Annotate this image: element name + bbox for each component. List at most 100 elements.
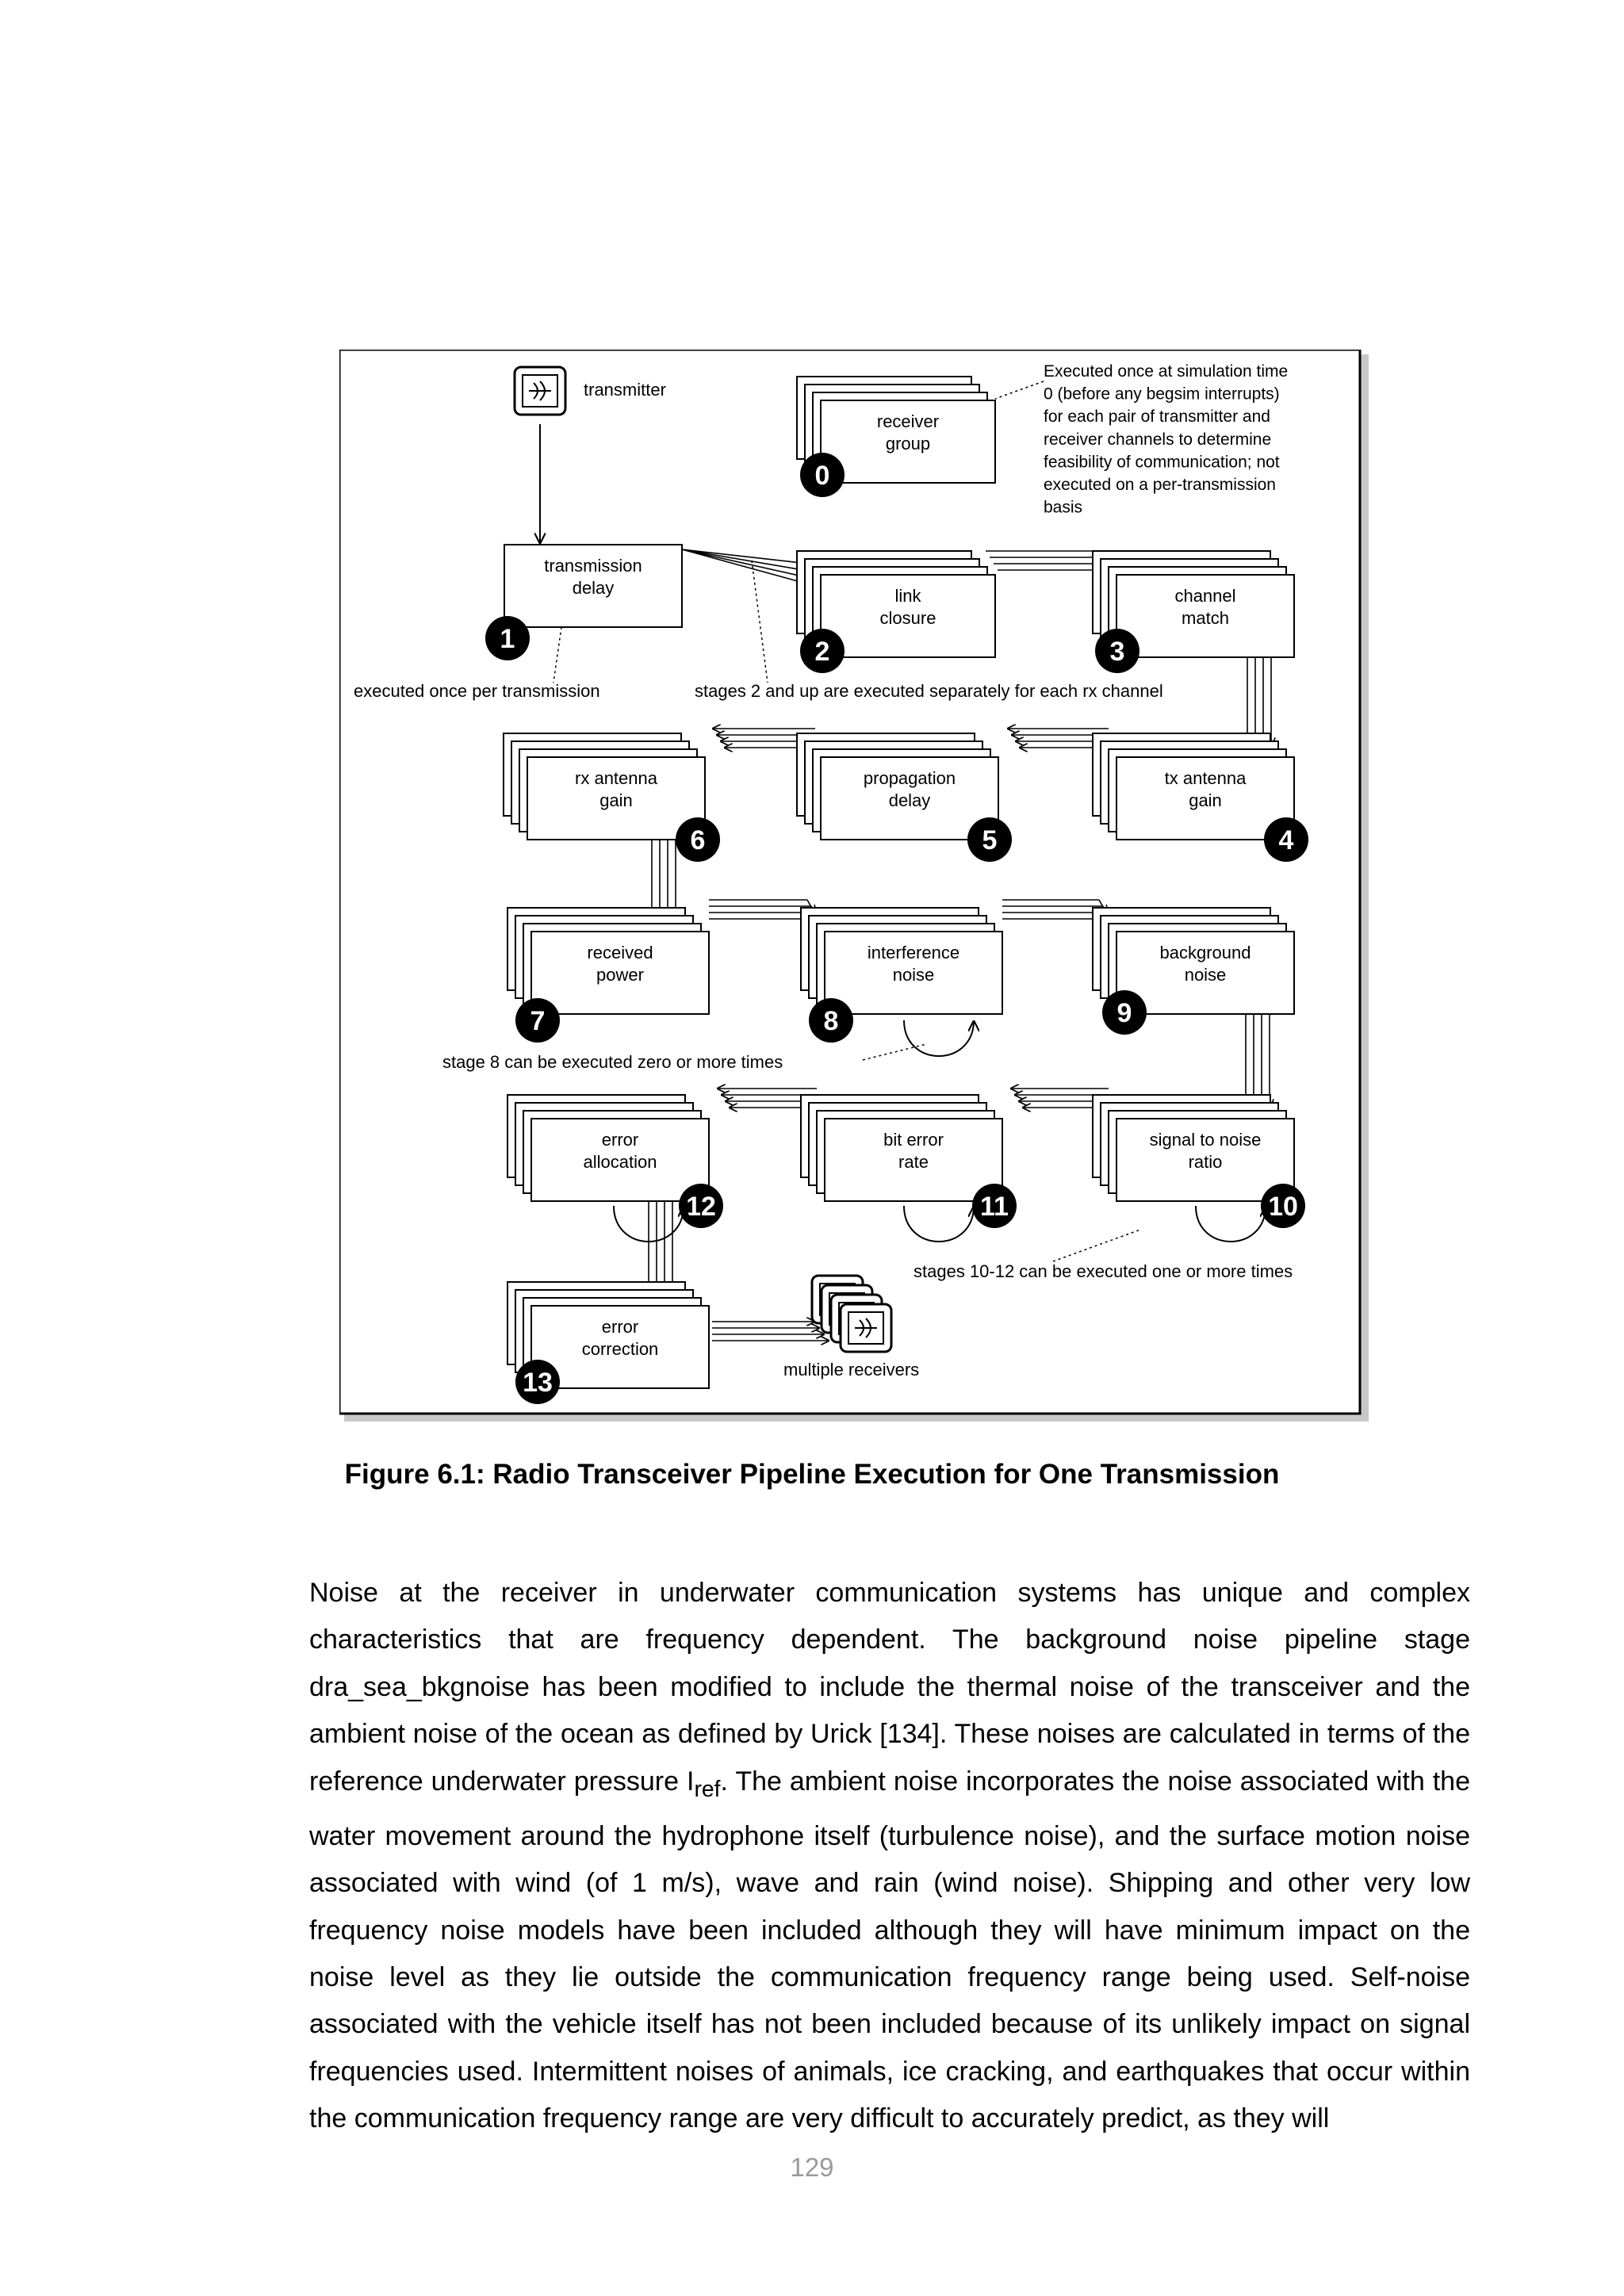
receiver-icon (839, 1303, 893, 1353)
badge-circle (485, 616, 530, 660)
receiver-group-note: executed on a per-transmission (1044, 476, 1276, 494)
figure-frame (338, 348, 1362, 1415)
badge-number: 6 (691, 825, 706, 855)
stage-box (820, 400, 996, 484)
badge-circle (800, 629, 845, 673)
stage-number-badge: 3 (1095, 629, 1139, 673)
stage-label: bit error (883, 1130, 944, 1150)
stage-7: received power 7 (507, 907, 710, 1043)
badge-number: 4 (1279, 825, 1294, 855)
stage-label: delay (889, 790, 931, 810)
stage-label: signal to noise (1150, 1130, 1262, 1150)
badge-circle (967, 817, 1012, 862)
stage-box (820, 574, 996, 658)
receiver-group-note: receiver channels to determine (1044, 430, 1271, 449)
note-pointer (751, 560, 768, 683)
stage-label: match (1182, 608, 1229, 628)
fan-arrow (681, 549, 809, 564)
stage-label: receiver (877, 411, 939, 431)
stage-label: gain (599, 790, 633, 810)
note-stages-2-up: stages 2 and up are executed separately … (695, 681, 1163, 701)
badge-circle (1261, 1184, 1305, 1228)
stage-number-badge: 6 (676, 817, 720, 862)
stage-box (824, 1118, 1003, 1202)
stage-0: receiver group 0 (796, 376, 996, 497)
stage-box (530, 931, 710, 1015)
stage-label: error (602, 1317, 638, 1337)
badge-circle (515, 1360, 560, 1404)
stage-box (1116, 1118, 1295, 1202)
receiver-group-note: Executed once at simulation time (1044, 362, 1288, 381)
stage-box (527, 756, 706, 840)
stage-label: propagation (864, 768, 956, 788)
paragraph: Noise at the receiver in underwater comm… (309, 1570, 1470, 2143)
receiver-group-note: 0 (before any begsim interrupts) (1044, 385, 1280, 404)
receiver-group-note: basis (1044, 499, 1082, 517)
stage-9: background noise 9 (1092, 907, 1295, 1035)
stage-label: transmission (544, 556, 642, 576)
badge-circle (1264, 817, 1308, 862)
stage-number-badge: 8 (809, 998, 853, 1043)
stage-box (1116, 931, 1295, 1015)
note-once-per-transmission: executed once per transmission (354, 681, 600, 701)
stage-label: closure (880, 608, 936, 628)
badge-number: 0 (815, 461, 830, 491)
receiver-group-note: for each pair of transmitter and (1044, 408, 1270, 426)
stage-label: noise (1185, 965, 1227, 985)
stage-box (530, 1305, 710, 1389)
stage-8-loop (903, 1020, 974, 1057)
badge-number: 5 (982, 825, 998, 855)
stage-10-loop (1195, 1206, 1266, 1242)
stage-label: interference (868, 943, 959, 962)
stage-box (530, 1118, 710, 1202)
transmitter-label: transmitter (584, 380, 666, 400)
stage-number-badge: 13 (515, 1360, 560, 1404)
stage-label: group (886, 434, 930, 453)
note-stages-10-12: stages 10-12 can be executed one or more… (914, 1261, 1293, 1281)
stage-number-badge: 5 (967, 817, 1012, 862)
stage-label: error (602, 1130, 638, 1150)
stage-8: interference noise 8 (800, 907, 1003, 1043)
stage-label: power (596, 965, 644, 985)
subscript-ref: ref (694, 1776, 721, 1802)
stage-12-loop (613, 1206, 684, 1242)
stage-11-loop (903, 1206, 974, 1242)
badge-number: 11 (980, 1192, 1009, 1222)
stage-number-badge: 2 (800, 629, 845, 673)
stage-label: rx antenna (575, 768, 658, 788)
stage-label: received (587, 943, 653, 962)
note-pointer (1052, 1229, 1141, 1262)
badge-circle (972, 1184, 1017, 1228)
stage-number-badge: 7 (515, 998, 560, 1043)
paragraph-text-start: Noise at the receiver in underwater comm… (309, 1578, 1470, 1797)
badge-circle (676, 817, 720, 862)
badge-number: 7 (530, 1006, 546, 1036)
stage-label: background (1160, 943, 1251, 962)
badge-number: 2 (815, 637, 830, 667)
stage-label: noise (893, 965, 935, 985)
badge-number: 13 (523, 1368, 553, 1398)
badge-number: 12 (686, 1192, 716, 1222)
badge-circle (1095, 629, 1139, 673)
receiver-group-note: feasibility of communication; not (1044, 453, 1280, 471)
fan-arrow (681, 549, 817, 580)
pipeline-diagram: receivergroup0transmissiondelay1linkclos… (338, 348, 1369, 1422)
stage-label: delay (573, 578, 615, 598)
figure-caption: Figure 6.1: Radio Transceiver Pipeline E… (344, 1459, 1280, 1490)
stage-label: link (894, 586, 921, 606)
stage-box (824, 931, 1003, 1015)
badge-number: 1 (500, 624, 515, 654)
badge-circle (515, 998, 560, 1043)
stage-label: ratio (1189, 1152, 1223, 1172)
stage-box (1116, 574, 1295, 658)
stage-number-badge: 0 (800, 453, 845, 497)
stage-number-badge: 9 (1102, 990, 1147, 1035)
badge-circle (809, 998, 853, 1043)
